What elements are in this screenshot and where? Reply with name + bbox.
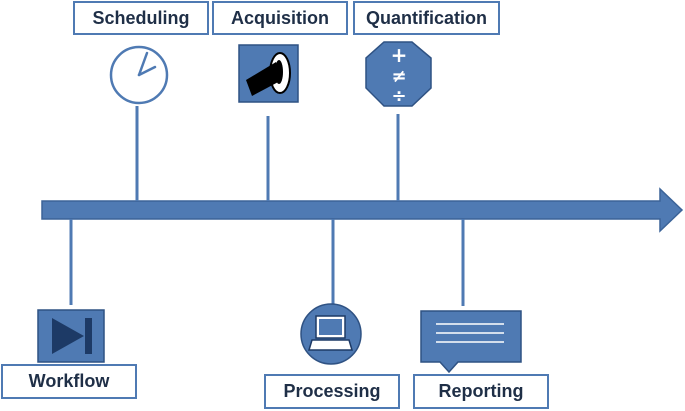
clock-icon xyxy=(109,45,169,105)
label-reporting-text: Reporting xyxy=(438,381,524,401)
svg-text:÷: ÷ xyxy=(391,86,406,107)
label-workflow: Workflow xyxy=(1,364,137,399)
camera-icon xyxy=(238,44,299,103)
label-processing: Processing xyxy=(264,374,400,409)
svg-text:+: + xyxy=(391,43,408,67)
label-scheduling: Scheduling xyxy=(73,1,209,35)
label-acquisition: Acquisition xyxy=(212,1,348,35)
math-symbols-icon: + ≠ ÷ xyxy=(365,41,432,107)
label-workflow-text: Workflow xyxy=(28,371,110,391)
label-scheduling-text: Scheduling xyxy=(92,7,190,28)
label-reporting: Reporting xyxy=(413,374,549,409)
speech-bubble-icon xyxy=(420,310,522,374)
laptop-icon xyxy=(300,303,362,365)
svg-text:≠: ≠ xyxy=(391,66,406,87)
label-acquisition-text: Acquisition xyxy=(231,7,329,28)
timeline-arrow xyxy=(41,187,684,233)
label-quantification: Quantification xyxy=(353,1,500,35)
label-quantification-text: Quantification xyxy=(366,7,487,28)
label-processing-text: Processing xyxy=(283,381,381,401)
play-next-icon xyxy=(37,309,105,363)
